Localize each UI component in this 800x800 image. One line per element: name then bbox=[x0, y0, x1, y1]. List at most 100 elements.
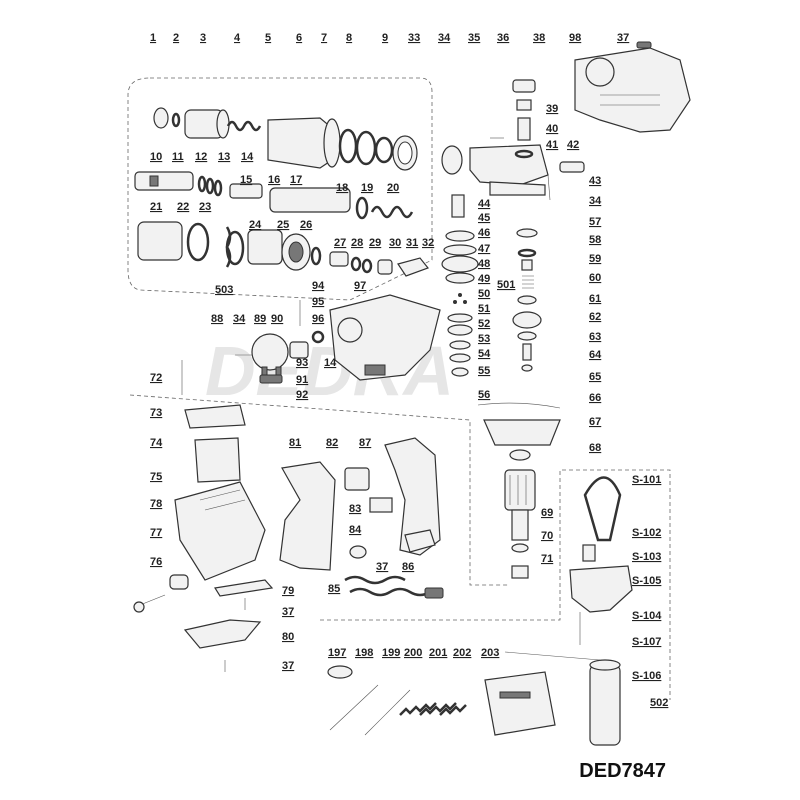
label-10: 10 bbox=[150, 151, 162, 163]
label-23: 23 bbox=[199, 201, 211, 213]
label-82: 82 bbox=[326, 437, 338, 449]
label-92: 92 bbox=[296, 389, 308, 401]
label-35: 35 bbox=[468, 32, 480, 44]
spindle-parts-row2 bbox=[134, 171, 414, 220]
label-88: 88 bbox=[211, 313, 223, 325]
side-handle-assembly bbox=[569, 476, 633, 746]
label-73: 73 bbox=[150, 407, 162, 419]
label-97: 97 bbox=[354, 280, 366, 292]
label-58: 58 bbox=[589, 234, 601, 246]
model-number: DED7847 bbox=[579, 760, 666, 782]
label-13: 13 bbox=[218, 151, 230, 163]
label-51: 51 bbox=[478, 303, 490, 315]
label-s107: S-107 bbox=[632, 636, 661, 648]
label-53: 53 bbox=[478, 333, 490, 345]
label-83: 83 bbox=[349, 503, 361, 515]
label-2: 2 bbox=[173, 32, 179, 44]
label-s104: S-104 bbox=[632, 610, 662, 622]
label-80: 80 bbox=[282, 631, 294, 643]
label-91: 91 bbox=[296, 374, 308, 386]
label-87: 87 bbox=[359, 437, 371, 449]
label-33: 33 bbox=[408, 32, 420, 44]
label-66: 66 bbox=[589, 392, 601, 404]
label-s105: S-105 bbox=[632, 575, 661, 587]
label-54: 54 bbox=[478, 348, 491, 360]
label-71: 71 bbox=[541, 553, 553, 565]
label-8: 8 bbox=[346, 32, 352, 44]
intermediate-shaft-stack bbox=[477, 228, 561, 461]
gearbox-housing bbox=[574, 41, 691, 133]
label-48: 48 bbox=[478, 258, 490, 270]
label-14b: 14 bbox=[324, 357, 337, 369]
group-outline-handle bbox=[129, 394, 510, 586]
label-95: 95 bbox=[312, 296, 324, 308]
label-12: 12 bbox=[195, 151, 207, 163]
label-65: 65 bbox=[589, 371, 601, 383]
label-15: 15 bbox=[240, 174, 252, 186]
label-69: 69 bbox=[541, 507, 553, 519]
label-201: 201 bbox=[429, 647, 447, 659]
label-72: 72 bbox=[150, 372, 162, 384]
label-76: 76 bbox=[150, 556, 162, 568]
label-64: 64 bbox=[589, 349, 602, 361]
label-18: 18 bbox=[336, 182, 348, 194]
label-41: 41 bbox=[546, 139, 558, 151]
label-38: 38 bbox=[533, 32, 545, 44]
label-200: 200 bbox=[404, 647, 422, 659]
label-84: 84 bbox=[349, 524, 362, 536]
label-s103: S-103 bbox=[632, 551, 661, 563]
label-4: 4 bbox=[234, 32, 241, 44]
label-55: 55 bbox=[478, 365, 490, 377]
label-37d: 37 bbox=[376, 561, 388, 573]
label-30: 30 bbox=[389, 237, 401, 249]
label-s101: S-101 bbox=[632, 474, 661, 486]
label-21: 21 bbox=[150, 201, 162, 213]
label-49: 49 bbox=[478, 273, 490, 285]
label-19: 19 bbox=[361, 182, 373, 194]
label-32: 32 bbox=[422, 237, 434, 249]
spindle-parts-row1 bbox=[153, 107, 418, 171]
label-45: 45 bbox=[478, 212, 490, 224]
label-61: 61 bbox=[589, 293, 601, 305]
label-67: 67 bbox=[589, 416, 601, 428]
label-74: 74 bbox=[150, 437, 163, 449]
label-52: 52 bbox=[478, 318, 490, 330]
label-62: 62 bbox=[589, 311, 601, 323]
label-89: 89 bbox=[254, 313, 266, 325]
accessories bbox=[327, 651, 601, 736]
label-203: 203 bbox=[481, 647, 499, 659]
label-37c: 37 bbox=[282, 660, 294, 672]
label-86: 86 bbox=[402, 561, 414, 573]
label-37: 37 bbox=[617, 32, 629, 44]
label-40: 40 bbox=[546, 123, 558, 135]
label-s102: S-102 bbox=[632, 527, 661, 539]
label-25: 25 bbox=[277, 219, 289, 231]
label-198: 198 bbox=[355, 647, 373, 659]
label-63: 63 bbox=[589, 331, 601, 343]
spindle-parts-row3 bbox=[137, 221, 429, 277]
label-34c: 34 bbox=[233, 313, 246, 325]
group-outline-accessories bbox=[320, 469, 671, 700]
label-78: 78 bbox=[150, 498, 162, 510]
label-501: 501 bbox=[497, 279, 515, 291]
label-197: 197 bbox=[328, 647, 346, 659]
label-79: 79 bbox=[282, 585, 294, 597]
label-70: 70 bbox=[541, 530, 553, 542]
label-34b: 34 bbox=[589, 195, 602, 207]
label-29: 29 bbox=[369, 237, 381, 249]
label-37b: 37 bbox=[282, 606, 294, 618]
label-77: 77 bbox=[150, 527, 162, 539]
label-50: 50 bbox=[478, 288, 490, 300]
label-502: 502 bbox=[650, 697, 668, 709]
label-17: 17 bbox=[290, 174, 302, 186]
label-31: 31 bbox=[406, 237, 418, 249]
label-90: 90 bbox=[271, 313, 283, 325]
label-96: 96 bbox=[312, 313, 324, 325]
label-60: 60 bbox=[589, 272, 601, 284]
label-202: 202 bbox=[453, 647, 471, 659]
label-68: 68 bbox=[589, 442, 601, 454]
label-98: 98 bbox=[569, 32, 581, 44]
label-26: 26 bbox=[300, 219, 312, 231]
label-6: 6 bbox=[296, 32, 302, 44]
